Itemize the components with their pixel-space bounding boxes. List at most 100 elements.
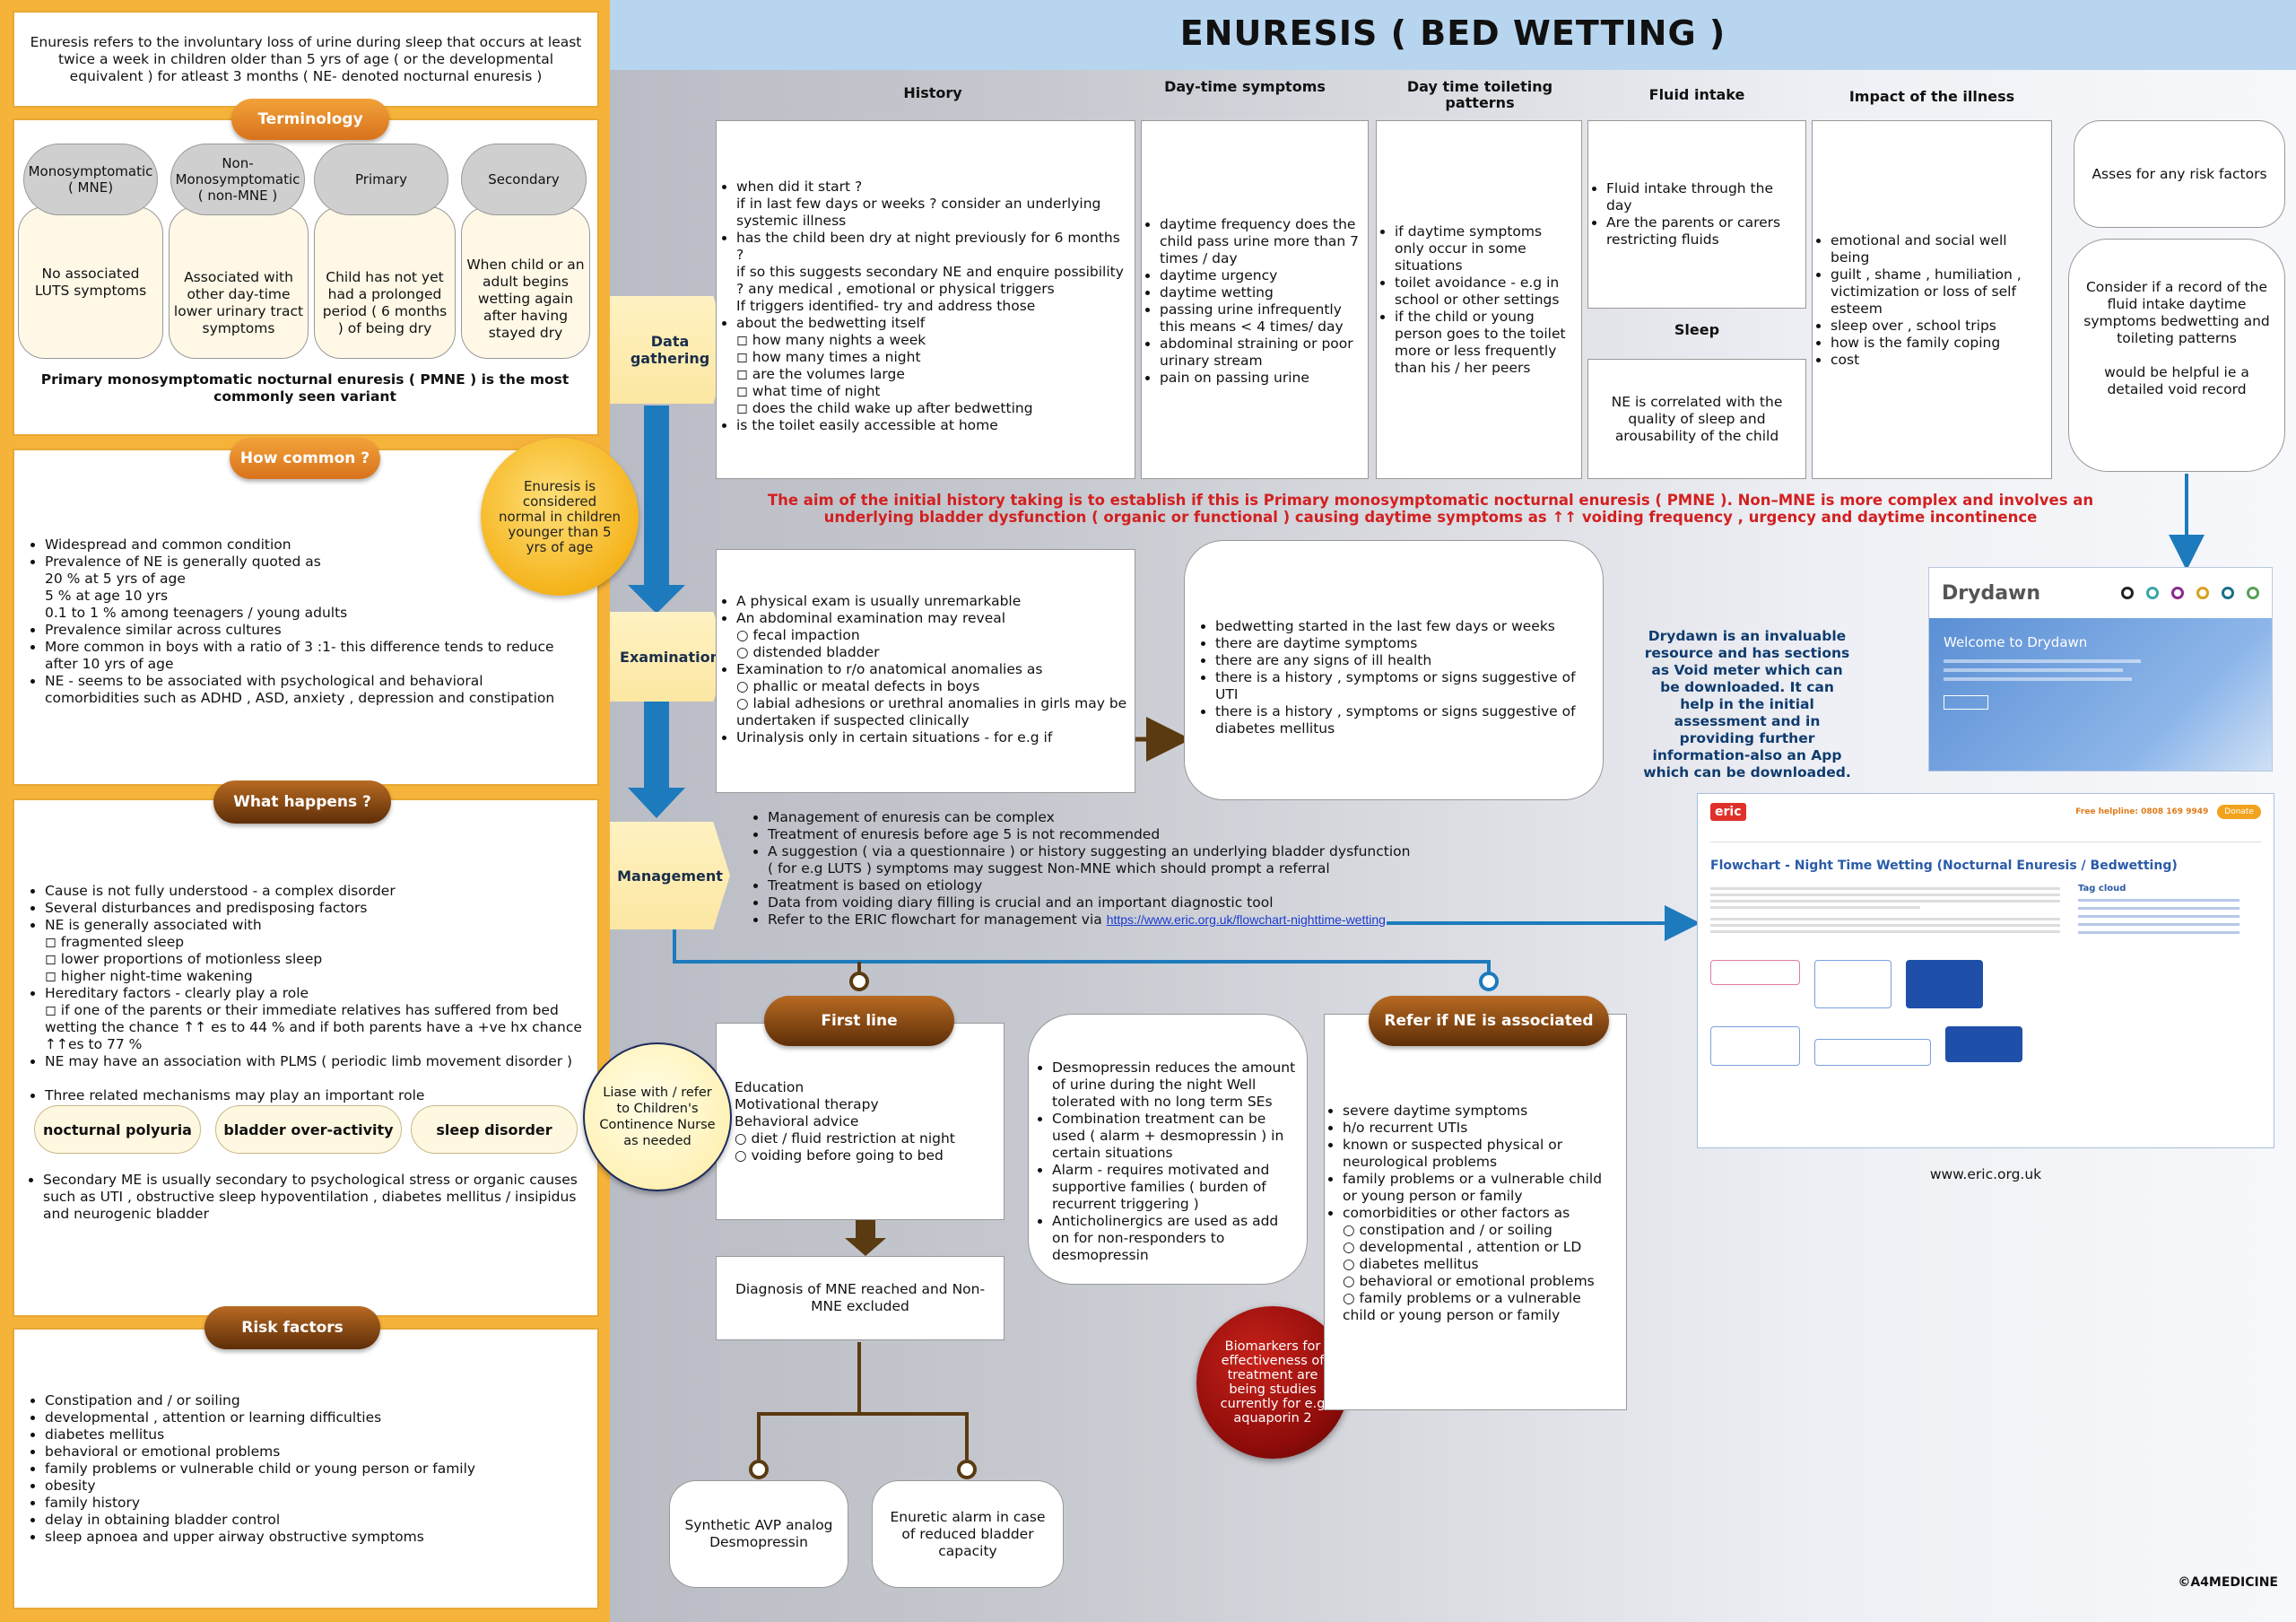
list-item: if the child or young person goes to the… bbox=[1395, 309, 1574, 377]
history-start-note: if in last few days or weeks ? consider … bbox=[736, 196, 1101, 229]
list-item: if one of the parents or their immediate… bbox=[45, 1002, 585, 1053]
void-record-box: Consider if a record of the fluid intake… bbox=[2068, 239, 2285, 472]
void-record-note: Consider if a record of the fluid intake… bbox=[2083, 279, 2270, 346]
list-item: family problems or a vulnerable child or… bbox=[1343, 1171, 1617, 1205]
list-item: severe daytime symptoms bbox=[1343, 1103, 1617, 1120]
how-common-label: How common ? bbox=[230, 438, 380, 479]
definition-box: Enuresis refers to the involuntary loss … bbox=[13, 11, 599, 108]
risk-factors-panel: Constipation and / or soiling developmen… bbox=[13, 1328, 599, 1609]
list-item: cost bbox=[1831, 352, 2044, 369]
management-branch-line bbox=[673, 929, 1491, 974]
term-primary: Primary bbox=[314, 144, 448, 215]
eric-flowchart-link[interactable]: https://www.eric.org.uk/flowchart-nightt… bbox=[1106, 912, 1386, 927]
eric-nav bbox=[1710, 833, 2261, 842]
what-happens-panel: Cause is not fully understood - a comple… bbox=[13, 798, 599, 1317]
list-item: Combination treatment can be used ( alar… bbox=[1052, 1111, 1296, 1162]
list-item: comorbidities or other factors as consti… bbox=[1343, 1205, 1617, 1324]
secondary-ne-note: Secondary ME is usually secondary to psy… bbox=[25, 1172, 590, 1223]
hereditary-list: if one of the parents or their immediate… bbox=[45, 1002, 585, 1053]
eric-logo-text: eric bbox=[1710, 803, 1746, 821]
list-item: phallic or meatal defects in boys bbox=[736, 678, 1127, 695]
list-item: Prevalence similar across cultures bbox=[45, 622, 558, 639]
nav-dot-icon[interactable] bbox=[2222, 587, 2234, 599]
eric-helpline: Free helpline: 0808 169 9949 bbox=[2075, 807, 2209, 816]
list-item: daytime urgency bbox=[1160, 267, 1361, 284]
header-sleep: Sleep bbox=[1674, 321, 1720, 338]
drydawn-welcome: Welcome to Drydawn bbox=[1944, 634, 2088, 650]
history-dry-note: if so this suggests secondary NE and enq… bbox=[736, 264, 1124, 297]
header-impact: Impact of the illness bbox=[1848, 88, 2015, 105]
list-item: if daytime symptoms only occur in some s… bbox=[1395, 223, 1574, 275]
eric-donate-button[interactable]: Donate bbox=[2217, 805, 2261, 819]
list-item: there are any signs of ill health bbox=[1215, 652, 1588, 669]
mechanism-sleep-disorder: sleep disorder bbox=[411, 1105, 578, 1154]
list-item: about the bedwetting itself how many nig… bbox=[736, 315, 1126, 417]
list-item: Constipation and / or soiling bbox=[45, 1392, 585, 1409]
list-item: is the toilet easily accessible at home bbox=[736, 417, 1126, 434]
risk-factors-list: Constipation and / or soiling developmen… bbox=[27, 1392, 585, 1546]
nav-dot-icon[interactable] bbox=[2121, 587, 2134, 599]
nav-dot-icon[interactable] bbox=[2146, 587, 2159, 599]
definition-text: Enuresis refers to the involuntary loss … bbox=[30, 34, 582, 84]
drydawn-button[interactable] bbox=[1944, 695, 1988, 710]
refer-node bbox=[1479, 972, 1499, 991]
option-enuretic-alarm: Enuretic alarm in case of reduced bladde… bbox=[872, 1480, 1064, 1588]
stage-examination: Examination bbox=[610, 612, 730, 702]
term-secondary-desc: When child or an adult begins wetting ag… bbox=[461, 206, 590, 359]
list-item: labial adhesions or urethral anomalies i… bbox=[736, 695, 1127, 729]
list-item: family problems or a vulnerable child or… bbox=[1343, 1290, 1617, 1324]
header-daytime-symptoms: Day-time symptoms bbox=[1164, 78, 1326, 95]
associated-list: fragmented sleep lower proportions of mo… bbox=[45, 934, 585, 985]
eric-url: www.eric.org.uk bbox=[1929, 1166, 2042, 1182]
list-item: developmental , attention or LD bbox=[1343, 1239, 1617, 1256]
list-item: Motivational therapy bbox=[735, 1096, 879, 1112]
history-triggers-note: If triggers identified- try and address … bbox=[736, 298, 1036, 314]
first-line-node bbox=[849, 972, 869, 991]
list-item: diabetes mellitus bbox=[45, 1426, 585, 1443]
list-item: Examination to r/o anatomical anomalies … bbox=[736, 661, 1127, 729]
list-item: Behavioral advice diet / fluid restricti… bbox=[735, 1113, 996, 1164]
refer-box: severe daytime symptoms h/o recurrent UT… bbox=[1324, 1014, 1627, 1410]
list-item: h/o recurrent UTIs bbox=[1343, 1120, 1617, 1137]
eric-header: eric Free helpline: 0808 169 9949 Donate bbox=[1710, 803, 2261, 821]
prevalence-list: 20 % at 5 yrs of age 5 % at age 10 yrs 0… bbox=[45, 571, 558, 622]
eric-screenshot: eric Free helpline: 0808 169 9949 Donate… bbox=[1697, 793, 2274, 1148]
history-box: when did it start ?if in last few days o… bbox=[716, 120, 1135, 479]
list-item: NE may have an association with PLMS ( p… bbox=[45, 1053, 585, 1070]
list-item: Three related mechanisms may play an imp… bbox=[45, 1087, 585, 1104]
eric-logo: eric bbox=[1710, 803, 1746, 821]
sleep-box: NE is correlated with the quality of sle… bbox=[1587, 359, 1806, 479]
list-item: higher night-time wakening bbox=[45, 968, 585, 985]
list-item: 20 % at 5 yrs of age bbox=[45, 571, 186, 587]
list-item: lower proportions of motionless sleep bbox=[45, 951, 585, 968]
list-item: Management of enuresis can be complex bbox=[768, 809, 1413, 826]
list-item: Urinalysis only in certain situations - … bbox=[736, 729, 1127, 746]
term-nonmne-desc: Associated with other day-time lower uri… bbox=[169, 206, 309, 359]
liaise-bubble: Liase with / refer to Children's Contine… bbox=[583, 1042, 732, 1191]
term-mne: Monosymptomatic ( MNE) bbox=[23, 144, 158, 215]
title-band bbox=[610, 0, 2296, 70]
list-item: Desmopressin reduces the amount of urine… bbox=[1052, 1060, 1296, 1111]
list-item: An abdominal examination may reveal feca… bbox=[736, 610, 1127, 661]
header-toileting: Day time toileting patterns bbox=[1406, 78, 1553, 111]
daytime-symptoms-box: daytime frequency does the child pass ur… bbox=[1141, 120, 1369, 479]
nav-dot-icon[interactable] bbox=[2171, 587, 2184, 599]
list-item: guilt , shame , humiliation , victimizat… bbox=[1831, 266, 2044, 318]
list-item: there is a history , symptoms or signs s… bbox=[1215, 669, 1588, 703]
list-item: 5 % at age 10 yrs bbox=[45, 588, 169, 604]
list-item: A suggestion ( via a questionnaire ) or … bbox=[768, 843, 1413, 877]
nav-dot-icon[interactable] bbox=[2196, 587, 2209, 599]
nav-dot-icon[interactable] bbox=[2247, 587, 2259, 599]
term-mne-desc: No associated LUTS symptoms bbox=[18, 206, 163, 359]
list-item: behavioral or emotional problems bbox=[45, 1443, 585, 1461]
copyright: ©A4MEDICINE bbox=[2178, 1575, 2278, 1590]
header-fluid: Fluid intake bbox=[1648, 86, 1745, 103]
list-item: Data from voiding diary filling is cruci… bbox=[768, 894, 1413, 911]
list-item: toilet avoidance - e.g in school or othe… bbox=[1395, 275, 1574, 309]
list-item: Several disturbances and predisposing fa… bbox=[45, 900, 585, 917]
list-item: passing urine infrequently this means < … bbox=[1160, 301, 1361, 336]
page-title: ENURESIS ( BED WETTING ) bbox=[1179, 13, 1726, 53]
options-branch-line bbox=[757, 1342, 861, 1462]
stage-data-gathering: Data gathering bbox=[610, 296, 730, 404]
list-item: known or suspected physical or neurologi… bbox=[1343, 1137, 1617, 1171]
